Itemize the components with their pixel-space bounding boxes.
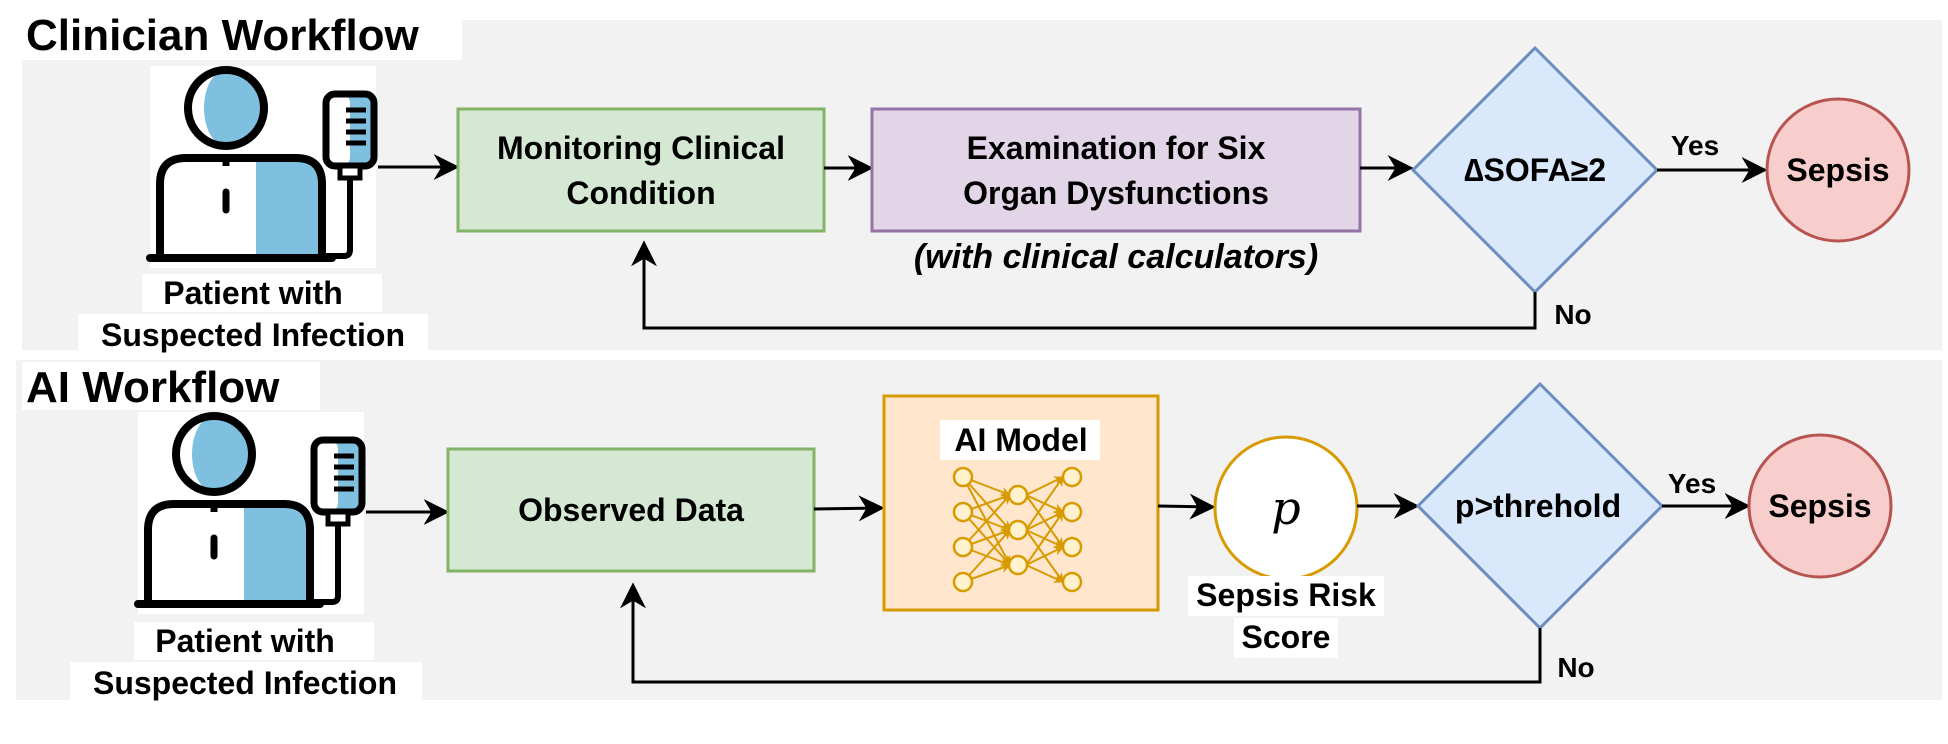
ai-model-label: AI Model [954, 422, 1087, 458]
sepsis-outcome [1747, 433, 1893, 579]
risk-score-label-bg [1234, 618, 1338, 658]
ai-title: AI Workflow [26, 363, 280, 412]
patient-label-bg [134, 622, 374, 660]
arrow-no-feedback [631, 240, 1537, 330]
clinician-title-bg [22, 10, 462, 60]
arrow-model-to-score [1157, 493, 1216, 520]
sepsis-label: Sepsis [1786, 152, 1889, 188]
patient-label-line1: Patient with [163, 275, 343, 311]
sepsis-outcome [1765, 97, 1911, 243]
patient-label-line2: Suspected Infection [93, 665, 397, 701]
neural-network-icon [952, 466, 1083, 593]
monitoring-label-line1: Monitoring Clinical [497, 130, 785, 166]
exam-box [870, 107, 1362, 233]
arrow-observed-to-model [813, 495, 885, 522]
risk-score-symbol: p [1271, 481, 1300, 535]
yes-label: Yes [1668, 468, 1716, 499]
exam-label-line2: Organ Dysfunctions [963, 175, 1269, 211]
no-label: No [1557, 652, 1594, 683]
patient-iv-icon [138, 412, 364, 614]
sepsis-label: Sepsis [1768, 488, 1871, 524]
yes-label: Yes [1671, 130, 1719, 161]
patient-label-line1: Patient with [155, 623, 335, 659]
monitoring-box [456, 107, 826, 233]
sofa-decision-label: ∆SOFA≥2 [1464, 152, 1606, 188]
clinician-title: Clinician Workflow [26, 11, 420, 60]
patient-iv-icon [150, 66, 376, 268]
ai-title-bg [22, 362, 320, 410]
exam-note: (with clinical calculators) [914, 238, 1318, 276]
arrow-no-feedback [620, 582, 1542, 684]
observed-data-label: Observed Data [518, 492, 744, 528]
patient-label-bg [78, 314, 428, 352]
patient-label-bg [142, 274, 382, 312]
patient-label-bg [70, 662, 422, 700]
threshold-decision-label: p>threhold [1455, 488, 1621, 524]
risk-score-label-bg [1188, 576, 1384, 616]
exam-label-line1: Examination for Six [967, 130, 1266, 166]
no-label: No [1554, 299, 1591, 330]
ai-model-label-bg [940, 420, 1100, 460]
observed-data-box [446, 447, 816, 573]
patient-label-line2: Suspected Infection [101, 317, 405, 353]
risk-score-label-line1: Sepsis Risk [1196, 577, 1376, 613]
risk-score-label-line2: Score [1242, 619, 1331, 655]
monitoring-label-line2: Condition [566, 175, 715, 211]
